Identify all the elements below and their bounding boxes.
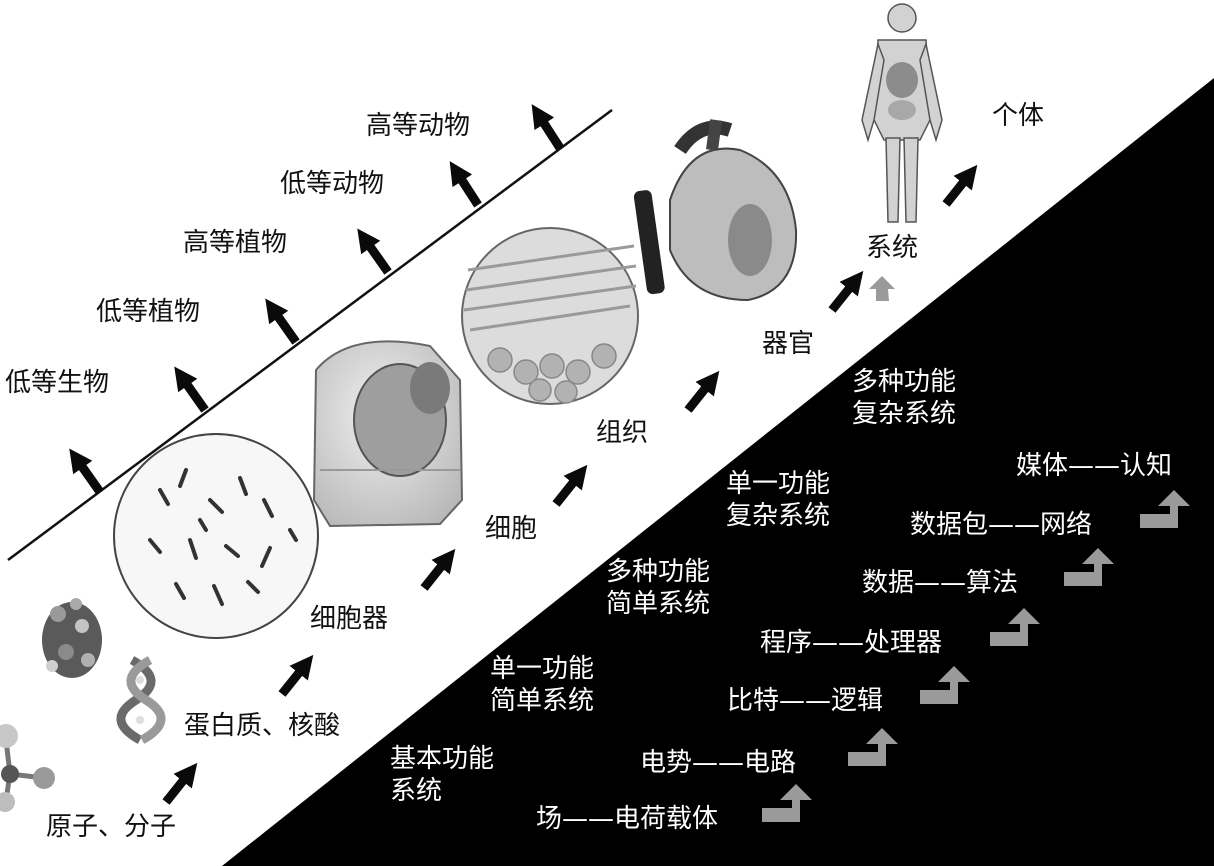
label-program-processor: 程序——处理器	[760, 628, 943, 658]
label-high-plants: 高等植物	[183, 228, 288, 258]
molecule-icon	[0, 724, 55, 812]
label-atoms-molecules: 原子、分子	[46, 812, 177, 842]
label-multi-complex-system: 多种功能 复杂系统	[852, 367, 957, 429]
up-arrow-icon	[942, 164, 978, 207]
step-arrow-icon	[990, 608, 1040, 646]
up-arrow-icon	[449, 161, 482, 208]
label-individual: 个体	[992, 101, 1045, 131]
up-arrow-icon	[265, 298, 300, 345]
label-organ: 器官	[762, 329, 815, 359]
up-arrow-icon	[552, 464, 588, 507]
label-organelle: 细胞器	[310, 604, 389, 634]
label-media-cognition: 媒体——认知	[1016, 451, 1173, 481]
label-packet-network: 数据包——网络	[910, 510, 1093, 540]
step-arrow-icon	[848, 728, 898, 766]
up-arrow-icon	[420, 548, 456, 591]
up-arrow-icon	[531, 104, 564, 151]
step-arrow-icon	[1140, 490, 1190, 528]
label-protein-nucleic: 蛋白质、核酸	[184, 711, 341, 741]
label-tissue: 组织	[596, 418, 649, 448]
step-arrow-icon	[920, 666, 970, 704]
label-system: 系统	[866, 233, 919, 263]
label-data-algorithm: 数据——算法	[862, 568, 1019, 598]
step-arrow-icon	[1064, 548, 1114, 586]
label-bit-logic: 比特——逻辑	[727, 686, 884, 716]
label-high-animals: 高等动物	[366, 111, 471, 141]
label-single-simple-system: 单一功能 简单系统	[490, 654, 595, 716]
evolution-arrows	[69, 104, 564, 495]
step-arrow-icon	[869, 276, 895, 301]
dna-icon	[116, 656, 166, 744]
up-arrow-icon	[69, 448, 104, 495]
step-arrows	[762, 276, 1190, 822]
label-low-animals: 低等动物	[280, 169, 385, 199]
label-low-plants: 低等植物	[96, 297, 201, 327]
plant-cell-icon	[312, 340, 464, 528]
dark-region	[222, 78, 1214, 866]
human-body-icon	[861, 3, 943, 223]
label-cell: 细胞	[485, 514, 538, 544]
up-arrow-icon	[828, 270, 864, 313]
up-arrow-icon	[162, 762, 198, 805]
protein-icon	[42, 598, 102, 678]
label-basic-system: 基本功能 系统	[390, 744, 495, 806]
up-arrow-icon	[684, 370, 720, 413]
tissue-icon	[461, 227, 639, 405]
heart-icon	[633, 119, 798, 302]
step-arrow-icon	[762, 784, 812, 822]
up-arrow-icon	[357, 228, 392, 275]
up-arrow-icon	[174, 366, 209, 413]
label-single-complex-system: 单一功能 复杂系统	[726, 469, 831, 531]
evolution-line	[7, 108, 613, 562]
label-multi-simple-system: 多种功能 简单系统	[606, 557, 711, 619]
hierarchy-arrows	[162, 164, 978, 805]
label-low-organisms: 低等生物	[5, 368, 110, 398]
up-arrow-icon	[278, 654, 314, 697]
chromosome-icon	[113, 433, 319, 639]
label-potential-circuit: 电势——电路	[640, 748, 797, 778]
label-field-charge: 场——电荷载体	[536, 804, 719, 834]
